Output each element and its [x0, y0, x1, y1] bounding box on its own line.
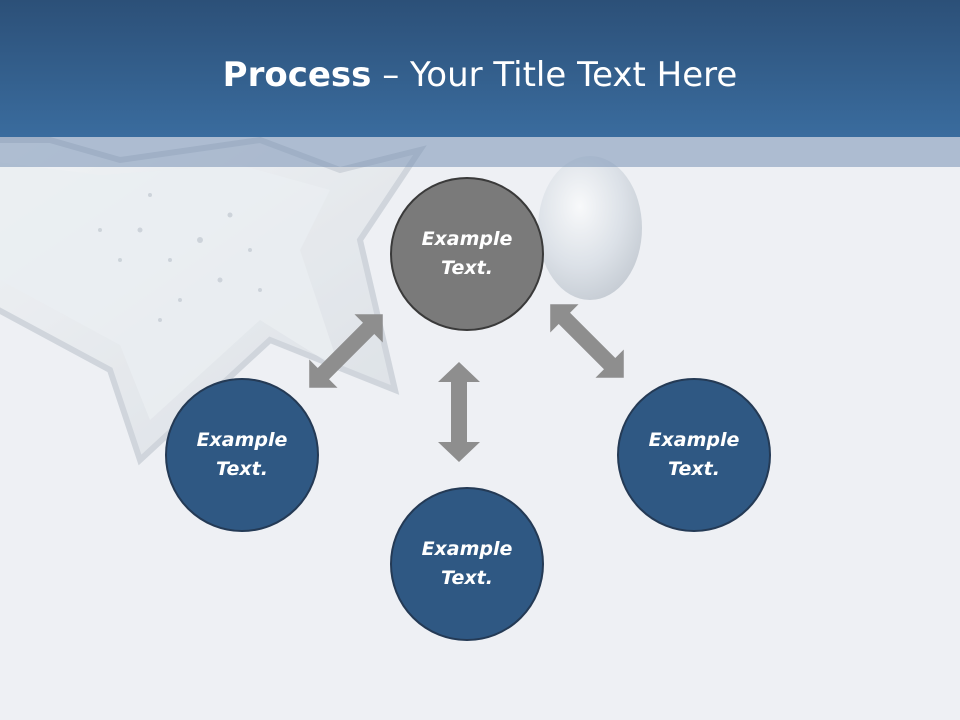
node-left-label: Example Text.: [196, 429, 288, 480]
title-bold: Process: [222, 55, 372, 95]
node-left: Example Text.: [165, 378, 319, 532]
title-bar-strip: [0, 137, 960, 167]
arrow-right-diagonal: [550, 304, 624, 378]
title-rest: Your Title Text Here: [410, 55, 738, 95]
node-right: Example Text.: [617, 378, 771, 532]
node-right-label: Example Text.: [648, 429, 740, 480]
title-bar: [0, 0, 960, 137]
bauble-shape: [538, 156, 642, 300]
node-bottom-label: Example Text.: [421, 538, 513, 589]
node-center-label: Example Text.: [421, 228, 513, 279]
arrow-left-diagonal: [309, 314, 383, 388]
title-dash: –: [371, 55, 411, 95]
slide-title: Process – Your Title Text Here: [0, 52, 960, 98]
node-center: Example Text.: [390, 177, 544, 331]
arrow-center-vertical: [438, 362, 480, 462]
node-bottom: Example Text.: [390, 487, 544, 641]
